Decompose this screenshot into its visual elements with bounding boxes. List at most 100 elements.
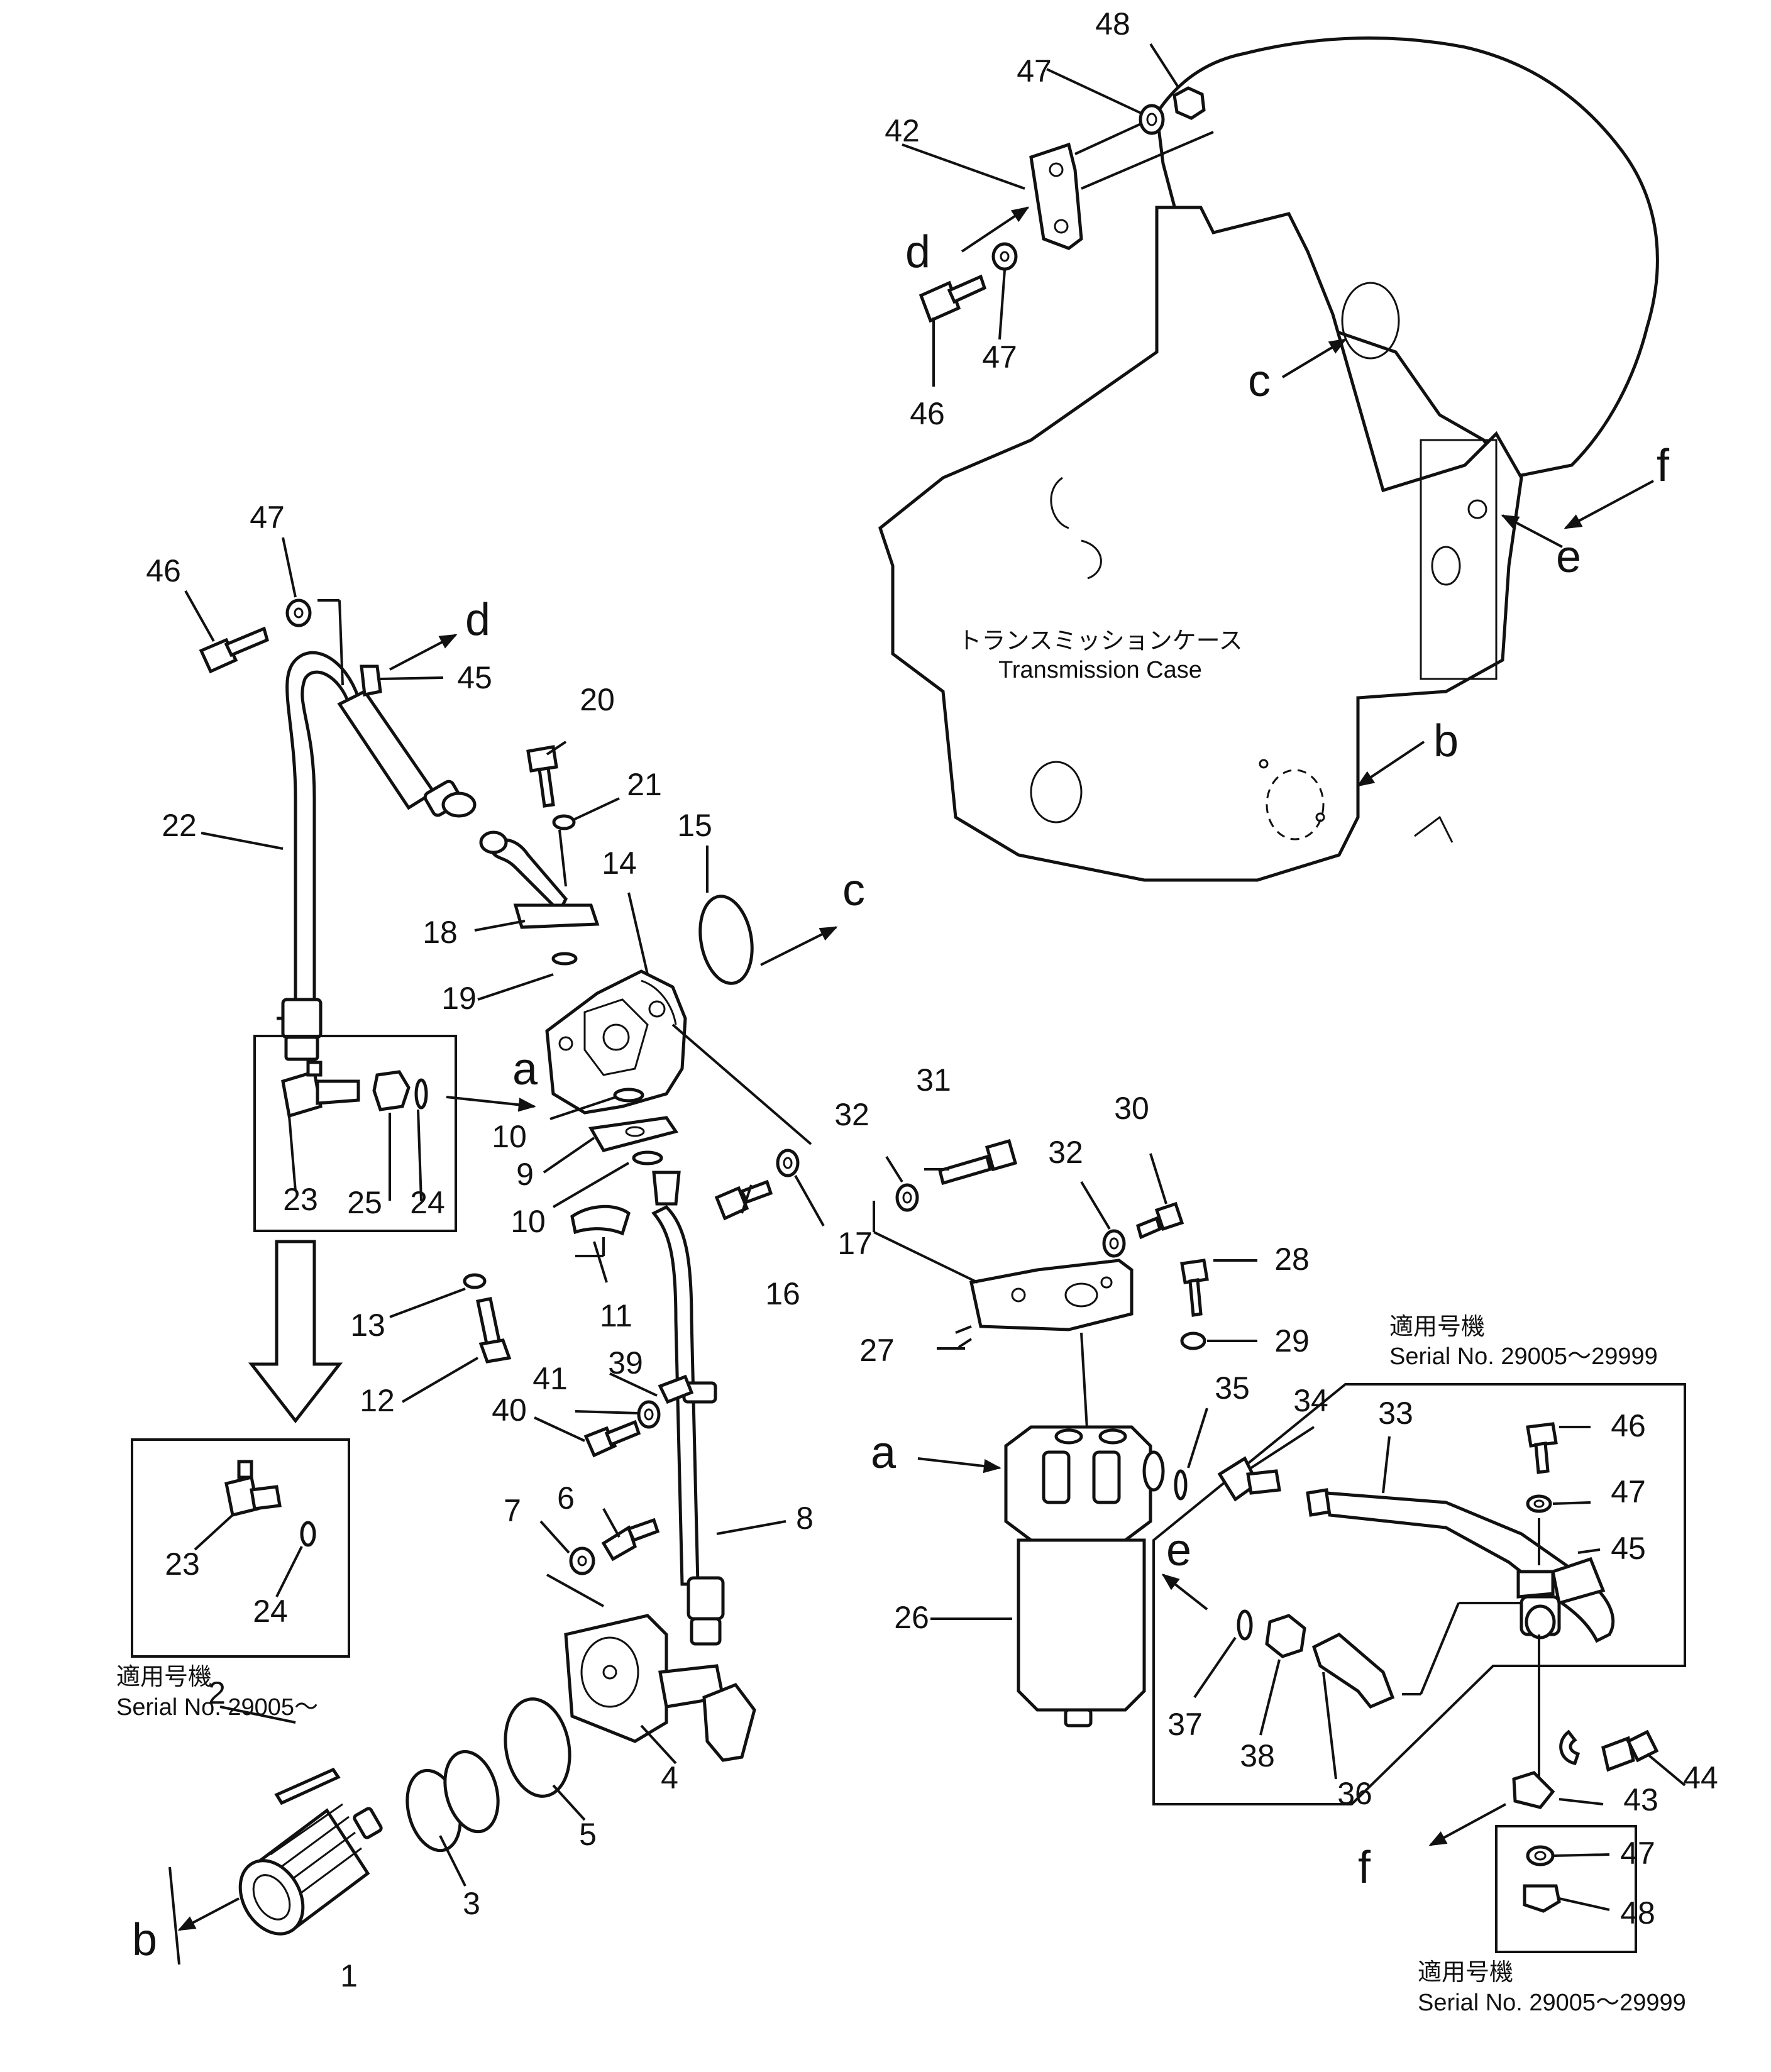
- part-number: 47: [1611, 1474, 1646, 1509]
- ref-d-bracket: d: [905, 227, 930, 277]
- part-number: 47: [1017, 53, 1052, 89]
- part-number: 33: [1378, 1396, 1413, 1431]
- box-lower-right: [1495, 1825, 1637, 1953]
- bolt-46-left: [199, 626, 269, 674]
- part-number: 5: [579, 1817, 597, 1852]
- bolt-6: [601, 1518, 660, 1562]
- big-arrow: [248, 1240, 343, 1424]
- washer-41: [637, 1400, 661, 1429]
- oring-35: [1174, 1469, 1188, 1501]
- part-number: 10: [510, 1204, 546, 1239]
- bracket-43: [1512, 1771, 1555, 1809]
- transmission-case-label-en: Transmission Case: [998, 657, 1202, 683]
- part-number: 40: [492, 1392, 527, 1428]
- part-number: 24: [253, 1594, 288, 1629]
- part-number: 21: [627, 767, 662, 802]
- part-number: 38: [1240, 1738, 1275, 1773]
- cover-4: [564, 1614, 756, 1762]
- ref-f-case: f: [1657, 441, 1670, 491]
- part-number: 41: [532, 1361, 568, 1396]
- part-number: 18: [422, 915, 458, 950]
- washer-32-left: [895, 1183, 919, 1212]
- part-number: 17: [837, 1226, 873, 1261]
- part-number: 9: [516, 1157, 534, 1192]
- ref-f-bottom: f: [1358, 1843, 1371, 1893]
- washer-47-top: [1139, 104, 1165, 135]
- ref-e-right: e: [1166, 1525, 1191, 1575]
- washer-7: [569, 1546, 595, 1575]
- pump-14: [545, 969, 687, 1115]
- washer-47-lower: [991, 242, 1018, 271]
- bolt-20: [526, 745, 558, 808]
- ref-c-pump: c: [842, 865, 865, 915]
- serial-note-lower-left-jp: 適用号機: [116, 1664, 212, 1690]
- serial-note-lower-right-en: Serial No. 29005～29999: [1418, 1990, 1686, 2016]
- part-number: 2: [208, 1675, 226, 1711]
- bolt-12: [476, 1297, 512, 1364]
- box-e-right: [1152, 1383, 1686, 1805]
- nut-48-bottom: [1523, 1884, 1561, 1913]
- oring-10-lower: [632, 1150, 663, 1166]
- hose-8: [651, 1171, 725, 1646]
- part-number: 35: [1215, 1370, 1250, 1406]
- part-number: 12: [360, 1383, 395, 1418]
- part-number: 25: [347, 1185, 382, 1220]
- part-number: 14: [602, 846, 637, 881]
- bolt-16: [714, 1179, 773, 1221]
- part-number: 6: [557, 1480, 575, 1516]
- hose-33: [1306, 1488, 1615, 1643]
- part-number: 44: [1683, 1760, 1718, 1795]
- leader-lines: [168, 43, 1686, 1965]
- part-number: 47: [982, 339, 1017, 375]
- elbow-36: [1311, 1633, 1395, 1709]
- bolt-46-top: [919, 274, 987, 323]
- oring-5: [504, 1697, 571, 1798]
- part-number: 39: [608, 1345, 643, 1380]
- ref-a-left: a: [512, 1044, 538, 1094]
- clip-3: [406, 1750, 500, 1853]
- oring-13: [463, 1273, 487, 1289]
- part-number-labels: 1 2 3 4 5 6 7 8 9 10 10 11 12 13 14 15 1…: [146, 6, 1718, 1993]
- oring-15: [698, 895, 754, 985]
- serial-note-lower-left-en: Serial No. 29005～: [116, 1694, 318, 1721]
- hose-22: [277, 651, 477, 1061]
- box-lower-left: [131, 1438, 350, 1658]
- ref-d-hose: d: [465, 595, 490, 645]
- connector-34: [1217, 1456, 1281, 1502]
- oring-19: [551, 952, 578, 966]
- part-number: 46: [146, 553, 181, 588]
- part-number: 48: [1095, 6, 1130, 41]
- part-number: 37: [1167, 1707, 1203, 1742]
- part-number: 16: [765, 1276, 800, 1311]
- ref-b-bottom: b: [132, 1915, 157, 1965]
- elbow-23-lower: [224, 1460, 282, 1518]
- block-11: [570, 1204, 631, 1236]
- bolt-30: [1135, 1201, 1184, 1240]
- part-number: 47: [1620, 1836, 1655, 1871]
- washer-29: [1180, 1331, 1206, 1350]
- box-a-left: [253, 1035, 457, 1232]
- part-number: 46: [910, 396, 945, 431]
- part-number: 22: [162, 808, 197, 843]
- part-number: 23: [283, 1182, 318, 1217]
- washer-17: [776, 1149, 800, 1177]
- oring-24-lower: [300, 1521, 316, 1547]
- clamp-39: [658, 1374, 694, 1404]
- part-number: 23: [165, 1546, 200, 1582]
- bolt-31: [937, 1138, 1018, 1186]
- ref-c-case: c: [1248, 356, 1271, 406]
- washer-32-right: [1102, 1229, 1126, 1258]
- ref-e-case: e: [1556, 532, 1581, 582]
- part-number: 30: [1114, 1091, 1149, 1126]
- part-number: 34: [1293, 1383, 1328, 1418]
- part-number: 19: [441, 981, 477, 1016]
- transmission-case-label-jp: トランスミッションケース: [957, 628, 1242, 654]
- part-number: 15: [677, 808, 712, 843]
- bracket-42: [1029, 142, 1083, 250]
- ref-b-case: b: [1433, 716, 1459, 766]
- part-number: 46: [1611, 1408, 1646, 1443]
- part-number: 11: [600, 1298, 632, 1333]
- bolt-46-right: [1526, 1422, 1558, 1474]
- part-number: 45: [457, 660, 492, 695]
